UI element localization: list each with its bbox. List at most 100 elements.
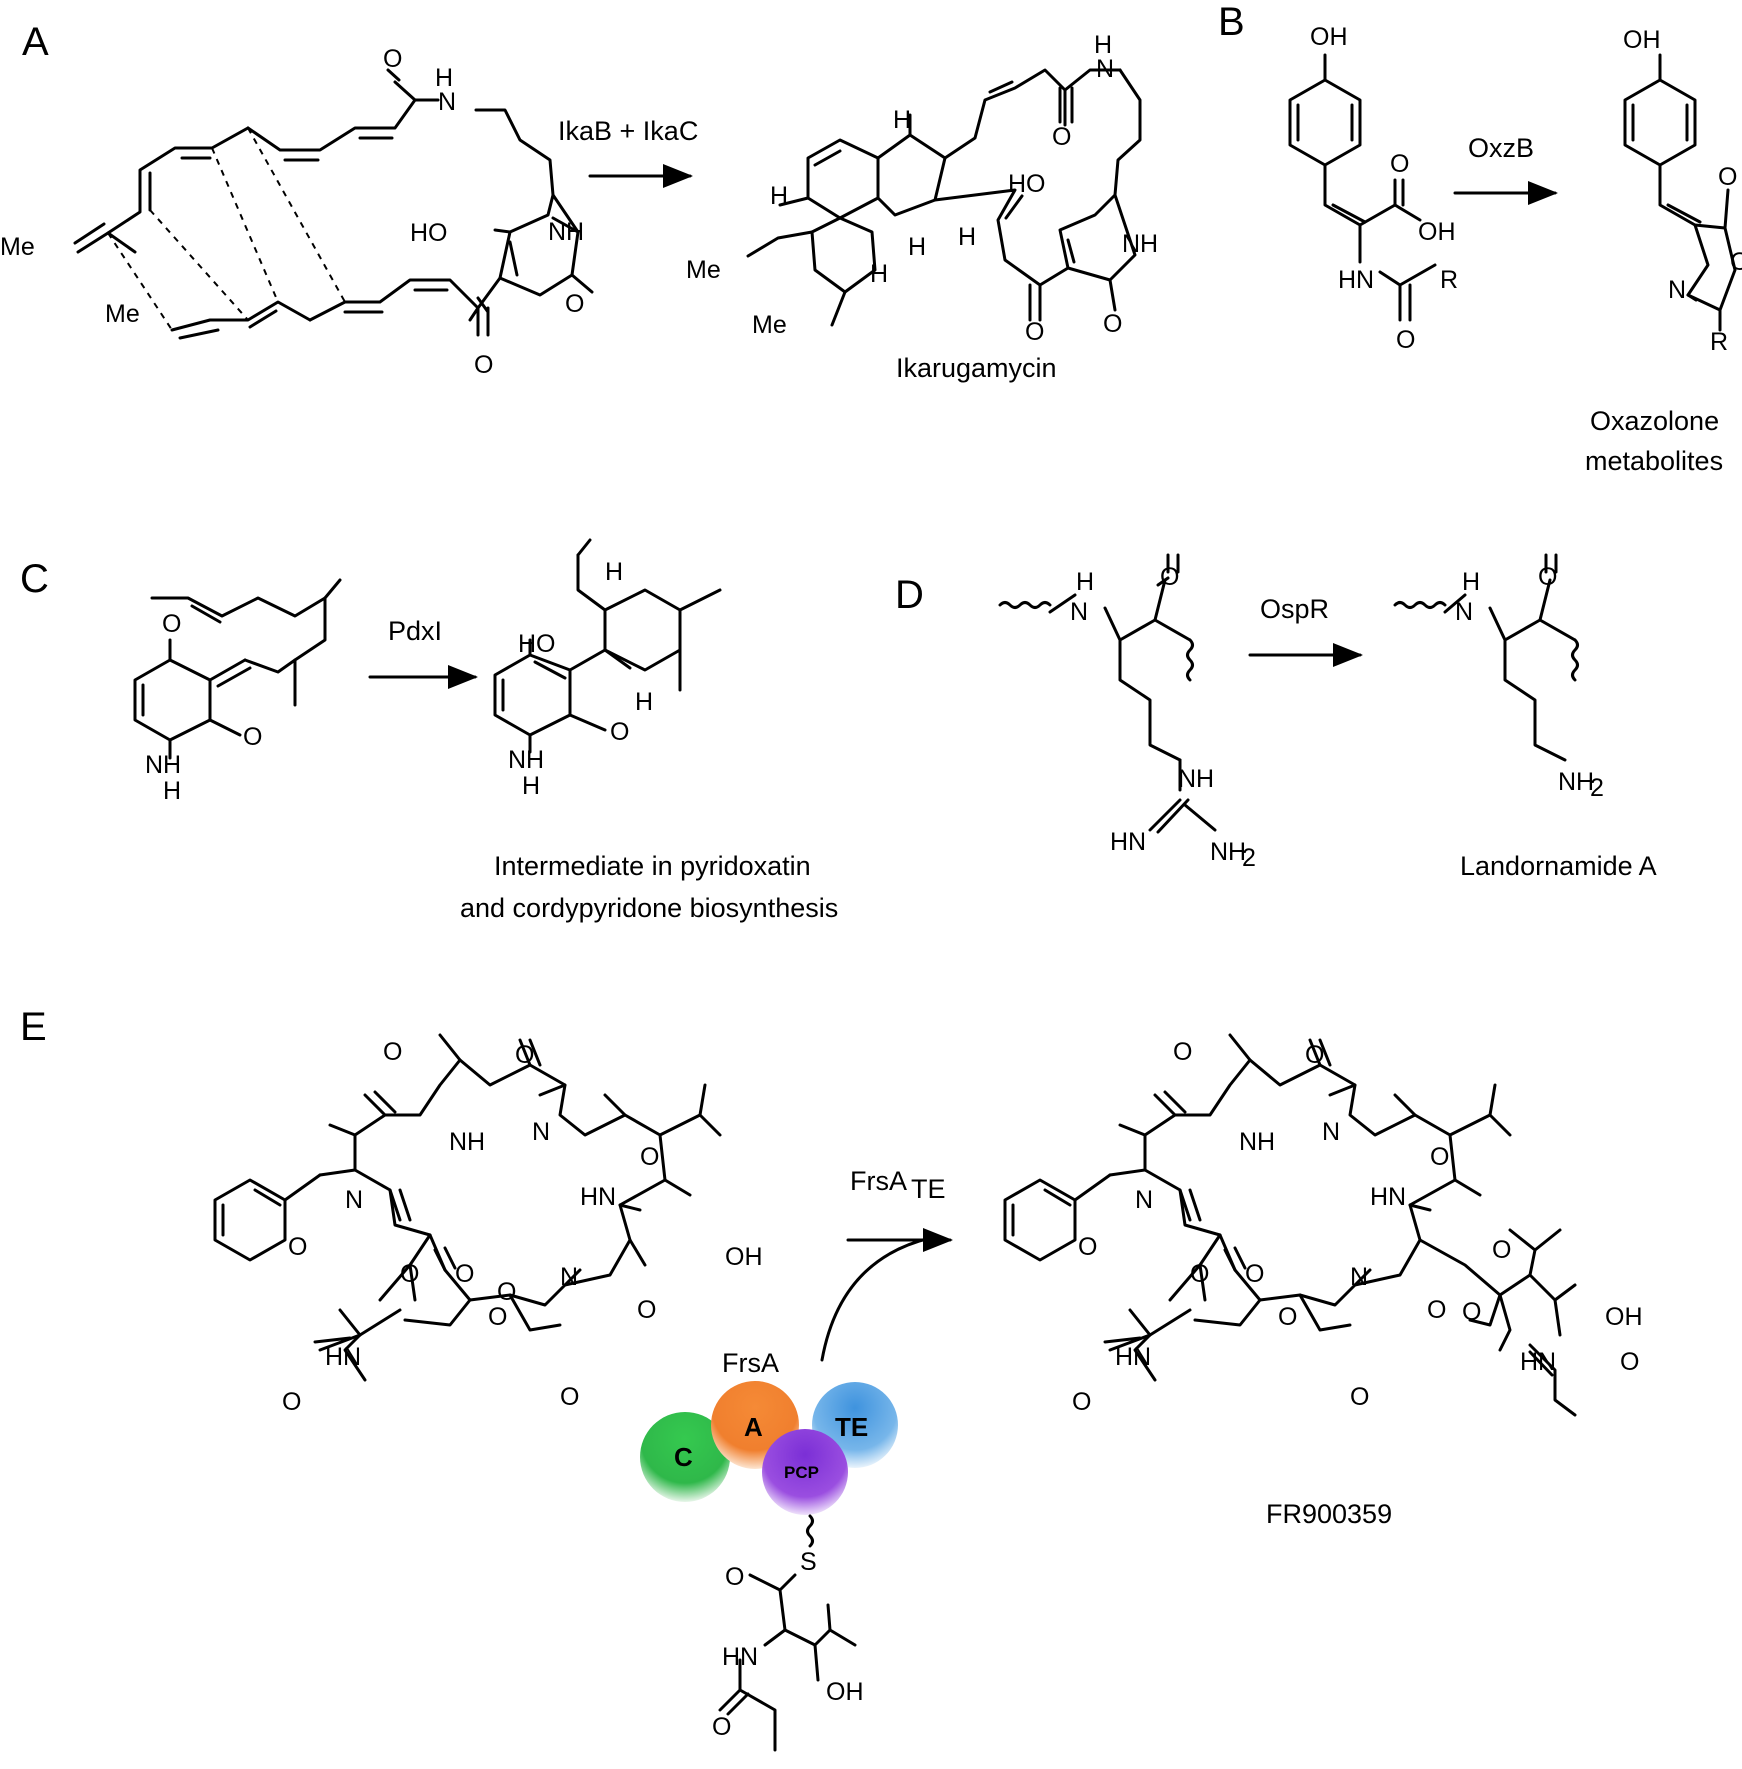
domain-c-label: C <box>674 1442 693 1472</box>
domain-te-label: TE <box>835 1412 868 1442</box>
atom-nh2: NH <box>1210 838 1246 866</box>
enzyme-subscript-e: TE <box>911 1174 946 1204</box>
atom-hn: HN <box>1110 828 1146 856</box>
atom-hn: HN <box>722 1643 758 1671</box>
panel-d: D H N O NH HN NH 2 OspR <box>895 553 1657 881</box>
atom-n: N <box>438 88 456 116</box>
panel-a: A <box>0 20 1158 383</box>
atom-o: O <box>497 1278 516 1306</box>
atom-n: N <box>1096 55 1114 83</box>
atom-ho: HO <box>410 219 448 247</box>
atom-nh: NH <box>1178 765 1214 793</box>
atom-o: O <box>474 351 493 379</box>
atom-h: H <box>770 182 788 210</box>
atom-o: O <box>1492 1236 1511 1264</box>
atom-o: O <box>1620 1348 1639 1376</box>
atom-me: Me <box>105 300 140 328</box>
atom-o: O <box>1160 563 1179 591</box>
protein-label-frsa: FrsA <box>722 1348 779 1378</box>
atom-o: O <box>455 1260 474 1288</box>
atom-o: O <box>383 45 402 73</box>
atom-o: O <box>288 1233 307 1261</box>
atom-o: O <box>560 1383 579 1411</box>
enzyme-label-c: PdxI <box>388 616 442 646</box>
panel-e: E <box>20 1005 1643 1752</box>
atom-o: O <box>1025 318 1044 346</box>
atom-h: H <box>908 233 926 261</box>
product-label-a: Ikarugamycin <box>896 353 1057 383</box>
panel-c: C O O NH H PdxI <box>20 538 838 923</box>
ikarugamycin-structure: H H H H H Me Me H N O HO NH O O <box>686 31 1158 346</box>
product-label-d: Landornamide A <box>1460 851 1657 881</box>
atom-oh: OH <box>1310 23 1348 51</box>
atom-o: O <box>282 1388 301 1416</box>
atom-o: O <box>637 1296 656 1324</box>
atom-o: O <box>1078 1233 1097 1261</box>
substrate-b-structure: OH O OH HN R O <box>1288 23 1458 354</box>
oxazolone-structure: OH O O N R <box>1623 26 1742 356</box>
atom-r: R <box>1710 328 1728 356</box>
product-label-b-line1: Oxazolone <box>1590 406 1719 436</box>
atom-nh: NH <box>449 1128 485 1156</box>
atom-n: N <box>532 1118 550 1146</box>
atom-hn: HN <box>325 1343 361 1371</box>
atom-o: O <box>640 1143 659 1171</box>
product-label-c-line1: Intermediate in pyridoxatin <box>494 851 811 881</box>
pyridone-intermediate-structure: H H HO O NH H <box>493 538 722 800</box>
atom-o: O <box>1052 123 1071 151</box>
product-label-b-line2: metabolites <box>1585 446 1723 476</box>
atom-o: O <box>515 1041 534 1069</box>
atom-n: N <box>1668 276 1686 304</box>
atom-h: H <box>1462 568 1480 596</box>
atom-o: O <box>1396 326 1415 354</box>
panel-label-b: B <box>1218 0 1245 44</box>
atom-o: O <box>1103 310 1122 338</box>
domain-pcp <box>762 1429 848 1515</box>
atom-me: Me <box>0 233 35 261</box>
atom-oh: OH <box>1623 26 1661 54</box>
atom-o: O <box>1718 163 1737 191</box>
atom-o: O <box>400 1260 419 1288</box>
atom-o: O <box>1278 1303 1297 1331</box>
atom-o: O <box>488 1303 507 1331</box>
product-label-e: FR900359 <box>1266 1499 1392 1529</box>
atom-ho: HO <box>1008 170 1046 198</box>
atom-h: H <box>435 64 453 92</box>
panel-label-e: E <box>20 1005 47 1049</box>
atom-o: O <box>610 718 629 746</box>
atom-o: O <box>1305 1041 1324 1069</box>
atom-h: H <box>163 777 181 805</box>
atom-oh: OH <box>725 1243 763 1271</box>
atom-ho: HO <box>518 630 556 658</box>
fr900359-structure: O NH O N O HN O N O OH O HN O N O O O O … <box>1003 1033 1643 1417</box>
substrate-d-structure: H N O NH HN NH 2 <box>998 553 1256 872</box>
panel-label-d: D <box>895 573 924 617</box>
atom-n: N <box>1135 1186 1153 1214</box>
panel-b: B OH O OH HN R O OxzB <box>1218 0 1742 476</box>
atom-h: H <box>635 688 653 716</box>
atom-o: O <box>1430 1143 1449 1171</box>
atom-me: Me <box>752 311 787 339</box>
enzyme-label-a: IkaB + IkaC <box>558 116 698 146</box>
enzyme-label-d: OspR <box>1260 594 1329 624</box>
substrate-e-structure: O NH O N O HN OH N O N O O O O O HN O O <box>213 1033 763 1416</box>
atom-o: O <box>243 723 262 751</box>
atom-h: H <box>1076 568 1094 596</box>
nrps-domains: C A PCP TE <box>640 1381 898 1515</box>
panel-label-c: C <box>20 557 49 601</box>
subscript-2: 2 <box>1242 844 1256 872</box>
atom-r: R <box>1440 266 1458 294</box>
atom-hn: HN <box>580 1183 616 1211</box>
curved-arrow-e <box>820 1236 932 1362</box>
domain-pcp-label: PCP <box>784 1463 819 1482</box>
atom-n: N <box>1070 598 1088 626</box>
atom-o: O <box>162 610 181 638</box>
atom-nh: NH <box>145 751 181 779</box>
atom-o: O <box>1427 1296 1446 1324</box>
atom-nh: NH <box>548 218 584 246</box>
atom-o: O <box>725 1563 744 1591</box>
landornamide-structure: H N O NH 2 <box>1393 553 1604 802</box>
atom-o: O <box>1538 563 1557 591</box>
atom-o: O <box>1350 1383 1369 1411</box>
domain-c <box>640 1412 730 1502</box>
